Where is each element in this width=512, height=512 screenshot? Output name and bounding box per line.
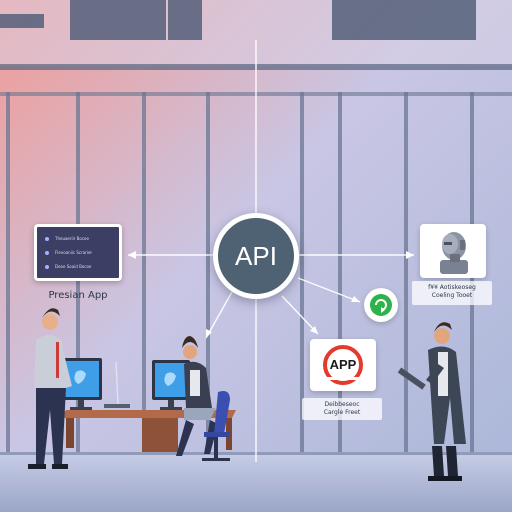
bullet-icon bbox=[45, 236, 49, 241]
line-to-green-badge bbox=[297, 277, 361, 303]
api-hub-label: API bbox=[235, 240, 277, 271]
app-logo-icon: APP bbox=[323, 345, 363, 385]
arrowhead-left bbox=[128, 251, 136, 259]
connector-arrowheads bbox=[128, 251, 414, 338]
office-chair bbox=[202, 391, 230, 461]
robot-card-label-line: f¥¥ Aotiskeoseg bbox=[428, 284, 476, 291]
robot-head-icon bbox=[440, 232, 468, 274]
robot-card-label: f¥¥ Aotiskeoseg Coeling Tooet bbox=[412, 281, 492, 305]
app-logo-card-label-line: Deibbeseoc bbox=[324, 401, 360, 408]
line-to-desk bbox=[205, 291, 233, 339]
monitor-right bbox=[152, 360, 190, 410]
app-logo-card-label: Deibbeseoc Cargle Freet bbox=[302, 398, 382, 420]
arrowhead-desk bbox=[206, 329, 212, 338]
app-panel-row: Flevoaniic Scrarier bbox=[45, 247, 113, 258]
app-panel-row: Deoe Soaid Bocoe bbox=[45, 261, 113, 272]
app-logo-card-label-line: Cargle Freet bbox=[323, 409, 361, 416]
app-panel-label: Presian App bbox=[48, 290, 108, 301]
connector-lines bbox=[128, 40, 414, 462]
bullet-icon bbox=[45, 264, 49, 269]
green-badge bbox=[364, 288, 398, 322]
ceiling-vents bbox=[0, 0, 476, 40]
robot-card bbox=[420, 224, 486, 278]
arrowhead-green bbox=[351, 296, 360, 302]
standing-man bbox=[28, 308, 72, 469]
app-panel-row-text: Flevoaniic Scrarier bbox=[55, 250, 93, 255]
arrowhead-app bbox=[310, 326, 318, 334]
app-logo-card: APP bbox=[310, 339, 376, 391]
refresh-icon bbox=[370, 294, 392, 316]
seated-woman bbox=[176, 336, 218, 456]
line-to-app-logo-card bbox=[281, 295, 319, 335]
app-panel-row-text: Theuaeriir Bocoe bbox=[55, 236, 89, 241]
arrowhead-right bbox=[406, 251, 414, 259]
api-hub-node: API bbox=[213, 213, 299, 299]
man-with-tablet bbox=[397, 322, 466, 481]
robot-card-label-line: Coeling Tooet bbox=[431, 292, 473, 299]
app-panel-row: Theuaeriir Bocoe bbox=[45, 233, 113, 244]
keyboard bbox=[104, 361, 130, 408]
app-panel-row-text: Deoe Soaid Bocoe bbox=[55, 264, 92, 269]
app-logo-text: APP bbox=[330, 357, 357, 372]
bullet-icon bbox=[45, 250, 49, 255]
app-panel-card: Theuaeriir Bocoe Flevoaniic Scrarier Deo… bbox=[34, 224, 122, 281]
